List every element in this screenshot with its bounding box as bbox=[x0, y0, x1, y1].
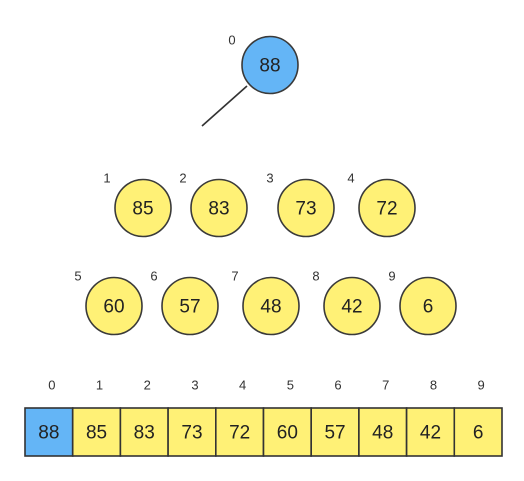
tree-node: 83 2 bbox=[179, 171, 248, 238]
array-cell: 85 1 bbox=[71, 378, 122, 457]
root-node-circle bbox=[241, 35, 299, 95]
node-value: 60 bbox=[103, 297, 124, 318]
tree-node: 57 6 bbox=[150, 269, 219, 336]
node-value: 42 bbox=[341, 297, 362, 318]
node-index-label: 6 bbox=[150, 269, 157, 284]
tree-node: 60 5 bbox=[74, 269, 143, 336]
array-cell: 42 8 bbox=[405, 378, 456, 457]
array-cell: 83 2 bbox=[119, 378, 169, 457]
node-circle bbox=[114, 178, 172, 238]
node-index-label: 0 bbox=[228, 33, 235, 48]
array-cell-value: 48 bbox=[372, 423, 393, 444]
node-value: 72 bbox=[376, 199, 397, 220]
tree-node: 85 1 bbox=[103, 171, 172, 238]
node-index-label: 4 bbox=[347, 171, 354, 186]
node-index-label: 9 bbox=[388, 269, 395, 284]
array-index-label: 1 bbox=[96, 378, 103, 393]
tree-node: 48 7 bbox=[231, 269, 300, 336]
node-value: 83 bbox=[208, 199, 229, 220]
array-cell-box bbox=[453, 407, 503, 457]
array-cell-box bbox=[262, 407, 313, 457]
node-index-label: 3 bbox=[266, 171, 273, 186]
array-cell: 48 7 bbox=[358, 378, 408, 457]
array-cell: 88 0 bbox=[24, 378, 74, 457]
array-cell: 72 4 bbox=[215, 378, 265, 457]
array-cell-box bbox=[167, 407, 217, 457]
array-cell: 57 6 bbox=[310, 378, 360, 457]
tree-edges bbox=[201, 85, 248, 127]
array-cell-value: 42 bbox=[420, 423, 441, 444]
tree-node: 88 0 bbox=[228, 33, 299, 95]
array-cell: 69 bbox=[453, 378, 503, 457]
array-index-label: 7 bbox=[382, 378, 389, 393]
tree-node: 72 4 bbox=[347, 171, 416, 238]
array-cell: 73 3 bbox=[167, 378, 217, 457]
node-circle bbox=[85, 276, 143, 336]
array-index-label: 5 bbox=[287, 378, 294, 393]
tree-edge bbox=[201, 85, 248, 127]
array-cell-value: 72 bbox=[229, 423, 250, 444]
node-circle bbox=[242, 276, 300, 336]
array-cell-box bbox=[310, 407, 360, 457]
array-cell-value: 83 bbox=[134, 423, 155, 444]
array-index-label: 0 bbox=[48, 378, 55, 393]
node-circle bbox=[358, 178, 416, 238]
node-value: 85 bbox=[132, 199, 153, 220]
array-cell: 60 5 bbox=[262, 378, 313, 457]
node-circle bbox=[190, 178, 248, 238]
tree-node: 42 8 bbox=[312, 269, 381, 336]
node-index-label: 8 bbox=[312, 269, 319, 284]
node-value: 73 bbox=[295, 199, 316, 220]
tree-node: 69 bbox=[388, 269, 457, 336]
node-value: 6 bbox=[423, 297, 434, 318]
array-index-label: 9 bbox=[478, 378, 485, 393]
node-index-label: 7 bbox=[231, 269, 238, 284]
node-value: 57 bbox=[179, 297, 200, 318]
array-index-label: 6 bbox=[334, 378, 341, 393]
node-circle bbox=[161, 276, 219, 336]
array-index-label: 3 bbox=[191, 378, 198, 393]
node-circle bbox=[399, 276, 457, 336]
node-circle bbox=[277, 178, 335, 238]
array-cell-value: 85 bbox=[86, 423, 107, 444]
array-index-label: 8 bbox=[430, 378, 437, 393]
node-value: 88 bbox=[259, 56, 280, 77]
node-index-label: 1 bbox=[103, 171, 110, 186]
array-index-label: 2 bbox=[144, 378, 151, 393]
array-index-label: 4 bbox=[239, 378, 246, 393]
tree-node: 73 3 bbox=[266, 171, 335, 238]
array-cell-value: 73 bbox=[181, 423, 202, 444]
array-cell-value: 57 bbox=[324, 423, 345, 444]
node-circle bbox=[323, 276, 381, 336]
node-index-label: 5 bbox=[74, 269, 81, 284]
array-cell-box bbox=[215, 407, 265, 457]
node-value: 48 bbox=[260, 297, 281, 318]
node-index-label: 2 bbox=[179, 171, 186, 186]
array-cell-value: 60 bbox=[277, 423, 298, 444]
array-cell-value: 6 bbox=[473, 423, 484, 444]
array-cell-value: 88 bbox=[38, 423, 59, 444]
